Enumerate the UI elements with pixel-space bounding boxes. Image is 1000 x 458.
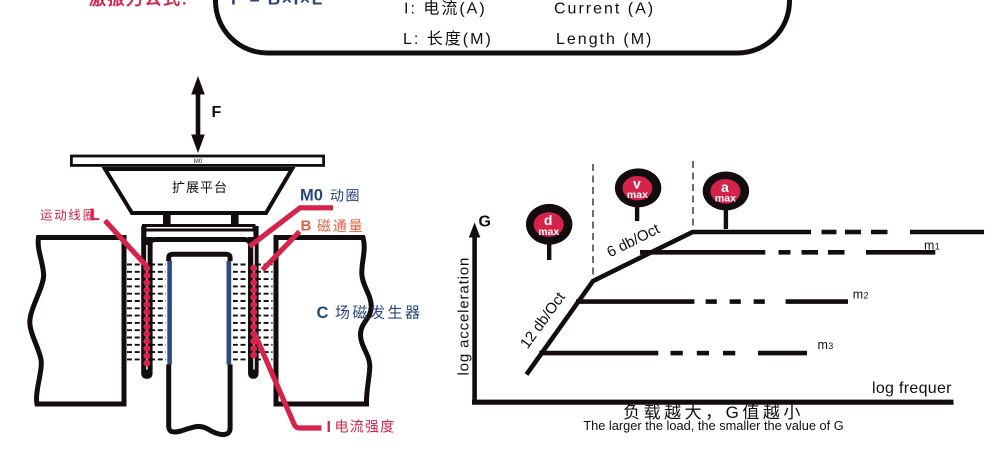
svg-text:L: 长度(M): L: 长度(M) <box>403 30 493 48</box>
svg-text:负载越大，G值越小: 负载越大，G值越小 <box>623 403 804 422</box>
svg-text:F = B×I×L: F = B×I×L <box>231 0 324 9</box>
svg-text:log acceleration: log acceleration <box>456 257 473 376</box>
svg-text:电流强度: 电流强度 <box>335 419 396 435</box>
svg-text:max: max <box>715 192 736 204</box>
svg-text:d: d <box>544 212 553 228</box>
svg-text:a: a <box>721 179 729 195</box>
svg-text:m: m <box>924 238 934 252</box>
svg-text:Current (A): Current (A) <box>554 1 655 18</box>
svg-text:B: B <box>301 218 312 235</box>
svg-text:I: I <box>327 419 331 436</box>
svg-text:max: max <box>538 226 559 238</box>
svg-text:m: m <box>853 288 863 302</box>
svg-text:M0: M0 <box>300 187 323 205</box>
svg-text:m: m <box>818 338 828 352</box>
svg-text:运动线圈: 运动线圈 <box>40 209 97 223</box>
svg-text:场磁发生器: 场磁发生器 <box>335 305 423 322</box>
svg-text:L: L <box>90 205 100 224</box>
svg-text:G: G <box>479 214 491 231</box>
svg-text:The larger the load, the small: The larger the load, the smaller the val… <box>583 418 843 433</box>
svg-text:动圈: 动圈 <box>330 188 361 204</box>
svg-text:12 db/Oct: 12 db/Oct <box>517 289 569 352</box>
svg-text:6 db/Oct: 6 db/Oct <box>604 220 663 261</box>
svg-text:M0: M0 <box>194 159 203 165</box>
svg-text:1: 1 <box>935 241 940 251</box>
svg-text:扩展平台: 扩展平台 <box>172 180 228 195</box>
svg-text:Length (M): Length (M) <box>556 31 653 48</box>
svg-text:log frequer: log frequer <box>872 380 952 397</box>
svg-text:F: F <box>212 104 222 121</box>
svg-text:v: v <box>633 176 641 192</box>
svg-text:2: 2 <box>864 291 869 301</box>
svg-text:C: C <box>317 304 329 322</box>
svg-text:max: max <box>627 189 648 201</box>
svg-text:3: 3 <box>828 341 833 351</box>
svg-text:磁通量: 磁通量 <box>317 218 364 234</box>
svg-text:激振力公式:: 激振力公式: <box>89 0 189 9</box>
svg-text:I: 电流(A): I: 电流(A) <box>404 0 487 18</box>
